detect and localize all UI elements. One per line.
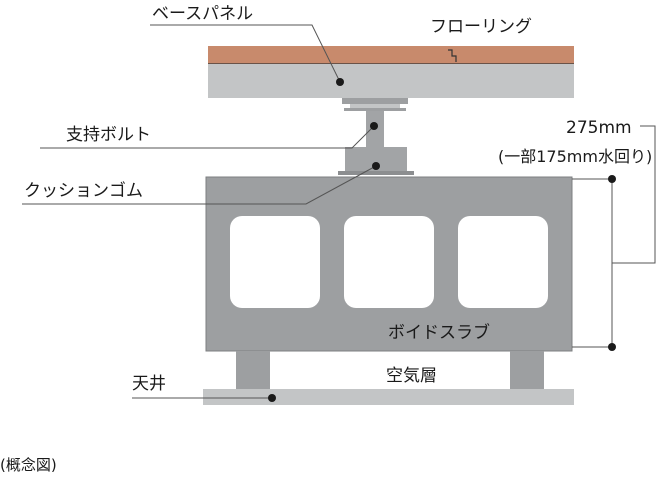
label-dimension-main: 275mm [566,118,632,138]
ceiling-hanger-left [236,351,270,389]
leader-base-panel [150,24,341,83]
dot-ceiling [268,394,276,402]
label-cushion-rubber: クッションゴム [24,180,143,201]
label-caption: (概念図) [0,456,57,474]
flooring-joint [448,49,457,62]
bolt-top-plate [342,98,408,104]
bolt-mid-plate [344,108,406,111]
dim-dot-bottom [608,343,616,351]
label-ceiling: 天井 [132,374,166,394]
dim-dot-top [608,175,616,183]
slab-void-3 [458,216,548,308]
bolt-upper-washer [350,104,400,108]
leader-support-bolt [40,125,375,149]
dot-support-bolt [370,122,378,130]
slab-void-1 [230,216,320,308]
label-air-layer: 空気層 [386,366,437,386]
dim-bracket-leader [612,125,656,264]
ceiling-board [203,389,574,405]
dot-cushion-rubber [372,162,380,170]
cushion-base-plate [338,171,414,175]
slab-void-2 [344,216,434,308]
flooring-layer [208,46,574,64]
base-panel [208,64,574,98]
label-void-slab: ボイドスラブ [388,322,490,343]
ceiling-hanger-right [510,351,544,389]
label-base-panel: ベースパネル [152,4,253,24]
label-dimension-sub: (一部175mm水回り) [498,147,652,166]
dot-base-panel [336,78,344,86]
leader-cushion-rubber [22,165,377,205]
label-flooring: フローリング [430,17,532,37]
label-support-bolt: 支持ボルト [66,125,151,145]
